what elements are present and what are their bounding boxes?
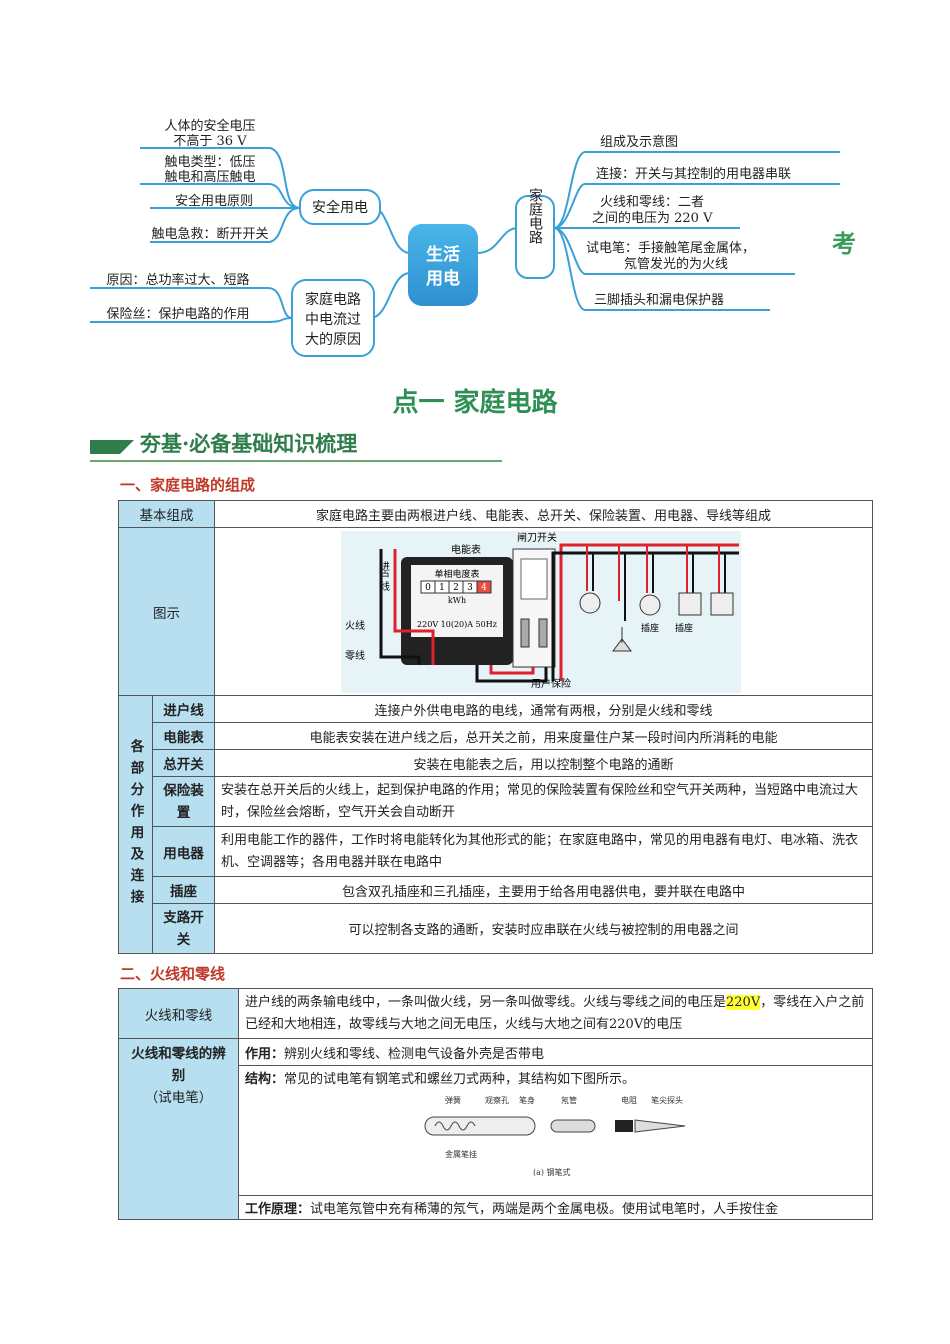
leaf-8: 保险丝：保护电路的作用 — [106, 306, 249, 322]
edge-character: 考 — [832, 230, 856, 258]
leaf-r4: 之间的电压为 220 V — [592, 210, 713, 226]
label-test-pen: 火线和零线的辨别 （试电笔） — [118, 1038, 239, 1220]
row-text-inlet: 连接户外供电电路的电线，通常有两根，分别是火线和零线 — [214, 695, 873, 723]
banner-text: 夯基·必备基础知识梳理 — [140, 431, 358, 456]
mindmap-branch-safety: 安全用电 — [312, 199, 368, 216]
mindmap-branch-overcurrent-2: 中电流过 — [305, 312, 361, 328]
pen-resistor-label: 电阻 — [621, 1095, 637, 1105]
label-live-neutral: 火线和零线 — [118, 988, 239, 1039]
row-name-main-switch: 总开关 — [152, 749, 215, 777]
digit-3: 3 — [467, 583, 473, 593]
row-text-meter: 电能表安装在进户线之后，总开关之前，用来度量住户某一段时间内所消耗的电能 — [214, 722, 873, 750]
leaf-r1: 组成及示意图 — [600, 134, 678, 150]
live-neutral-text-b: ，零线在入户之前已经和大地相连，故零线与大地之间无电压，火线与大地之间有220V… — [245, 994, 865, 1032]
label-parts-group: 各部分作用及连接 — [118, 695, 153, 954]
leaf-r2: 连接：开关与其控制的用电器串联 — [596, 166, 791, 182]
pen-tip-label: 笔尖探头 — [651, 1095, 683, 1105]
live-neutral-text-a: 进户线的两条输电线中，一条叫做火线，另一条叫做零线。火线与零线之间的电压是 — [245, 994, 727, 1010]
live-neutral-text: 进户线的两条输电线中，一条叫做火线，另一条叫做零线。火线与零线之间的电压是220… — [238, 988, 873, 1039]
diagram-live-label: 火线 — [345, 619, 365, 632]
use-text: 辨别火线和零线、检测电气设备外壳是否带电 — [284, 1046, 545, 1062]
row-text-branch-switch: 可以控制各支路的通断，安装时应串联在火线与被控制的用电器之间 — [214, 903, 873, 954]
digit-4: 4 — [481, 583, 487, 593]
meter-title: 单相电度表 — [434, 568, 479, 580]
mindmap-right-branch: 家庭电路 — [527, 187, 543, 244]
diagram-switch-label: 闸刀开关 — [517, 531, 557, 544]
household-circuit-diagram: 进户线 电能表 闸刀开关 火线 零线 单相电度表 0 1 2 3 4 kWh 2… — [341, 530, 741, 693]
leaf-5: 安全用电原则 — [175, 193, 253, 209]
diagram-fuse-label: 用户保险 — [531, 677, 571, 690]
mindmap-branch-overcurrent-3: 大的原因 — [305, 332, 361, 348]
label-diagram: 图示 — [118, 527, 215, 696]
row-name-appliance: 用电器 — [152, 826, 215, 877]
leaf-3: 触电类型：低压 — [164, 155, 255, 170]
heading-part2: 二、火线和零线 — [120, 965, 226, 983]
principle-cell: 工作原理：试电笔氖管中充有稀薄的氖气，两端是两个金属电极。使用试电笔时，人手按住… — [238, 1195, 873, 1220]
principle-text: 试电笔氖管中充有稀薄的氖气，两端是两个金属电极。使用试电笔时，人手按住金 — [310, 1202, 779, 1217]
label-test-pen-2: （试电笔） — [144, 1090, 213, 1106]
row-name-inlet: 进户线 — [152, 695, 215, 723]
diagram-neutral-label: 零线 — [345, 649, 365, 662]
leaf-7: 原因：总功率过大、短路 — [106, 272, 249, 288]
mind-map: 安全用电 家庭电路 中电流过 大的原因 生活 用电 家庭电路 人体的安全电压 不… — [90, 118, 840, 357]
row-name-meter: 电能表 — [152, 722, 215, 750]
pen-neon-label: 氖管 — [561, 1095, 577, 1105]
mindmap-branch-overcurrent-1: 家庭电路 — [305, 291, 361, 308]
row-name-socket: 插座 — [152, 876, 215, 904]
diagram-socket1-label: 插座 — [641, 622, 659, 634]
digit-0: 0 — [425, 583, 431, 593]
leaf-r7: 三脚插头和漏电保护器 — [594, 292, 724, 308]
digit-1: 1 — [439, 583, 445, 593]
live-neutral-table: 火线和零线 进户线的两条输电线中，一条叫做火线，另一条叫做零线。火线与零线之间的… — [118, 988, 873, 1220]
composition-table: 基本组成 家庭电路主要由两根进户线、电能表、总开关、保险装置、用电器、导线等组成… — [118, 500, 873, 954]
pen-spring-label: 弹簧 — [445, 1095, 461, 1105]
row-text-appliance: 利用电能工作的器件，工作时将电能转化为其他形式的能；在家庭电路中，常见的用电器有… — [214, 826, 873, 877]
section-banner: 夯基·必备基础知识梳理 — [90, 428, 502, 462]
diagram-cell: 进户线 电能表 闸刀开关 火线 零线 单相电度表 0 1 2 3 4 kWh 2… — [214, 527, 873, 696]
row-text-socket: 包含双孔插座和三孔插座，主要用于给各用电器供电，要并联在电路中 — [214, 876, 873, 904]
use-key: 作用： — [245, 1046, 285, 1062]
leaf-r3: 火线和零线：二者 — [600, 195, 704, 210]
basic-text: 家庭电路主要由两根进户线、电能表、总开关、保险装置、用电器、导线等组成 — [214, 500, 873, 528]
diagram-socket2-label: 插座 — [675, 622, 693, 634]
diagram-meter-label: 电能表 — [451, 543, 481, 556]
row-name-fuse: 保险装置 — [152, 776, 215, 827]
meter-unit: kWh — [448, 596, 466, 605]
row-text-fuse: 安装在总开关后的火线上，起到保护电路的作用；常见的保险装置有保险丝和空气开关两种… — [214, 776, 873, 827]
mindmap-center-1: 生活 — [426, 244, 460, 265]
heading-part1: 一、家庭电路的组成 — [120, 476, 256, 494]
diagram-inlet-label: 进户线 — [378, 560, 390, 590]
pen-body-label: 笔身 — [519, 1095, 535, 1105]
digit-2: 2 — [453, 583, 459, 593]
pen-caption: (a) 钢笔式 — [533, 1167, 571, 1177]
pen-window-label: 观察孔 — [485, 1095, 509, 1105]
label-test-pen-1: 火线和零线的辨别 — [131, 1046, 226, 1084]
pen-clip-label: 金属笔挂 — [445, 1149, 477, 1159]
section-title: 点一 家庭电路 — [392, 388, 558, 418]
leaf-2: 不高于 36 V — [173, 133, 247, 149]
leaf-4: 触电和高压触电 — [164, 169, 255, 185]
voltage-highlight: 220V — [726, 994, 761, 1010]
test-pen-diagram: 弹簧 观察孔 笔身 氖管 电阻 笔尖探头 金属笔挂 (a) 钢笔式 — [424, 1095, 686, 1177]
leaf-r5: 试电笔：手接触笔尾金属体， — [586, 240, 755, 256]
label-basic: 基本组成 — [118, 500, 215, 528]
leaf-r6: 氖管发光的为火线 — [624, 256, 728, 272]
structure-cell: 结构：常见的试电笔有钢笔式和螺丝刀式两种，其结构如下图所示。 弹簧 观察孔 笔身… — [238, 1065, 873, 1196]
mindmap-center-2: 用电 — [426, 268, 460, 289]
row-text-main-switch: 安装在电能表之后，用以控制整个电路的通断 — [214, 749, 873, 777]
principle-key: 工作原理： — [245, 1202, 311, 1217]
leaf-1: 人体的安全电压 — [164, 118, 255, 134]
leaf-6: 触电急救：断开开关 — [151, 226, 268, 242]
structure-text: 常见的试电笔有钢笔式和螺丝刀式两种，其结构如下图所示。 — [284, 1072, 636, 1087]
use-cell: 作用：辨别火线和零线、检测电气设备外壳是否带电 — [238, 1038, 873, 1066]
row-name-branch-switch: 支路开关 — [152, 903, 215, 954]
meter-rating: 220V 10(20)A 50Hz — [417, 620, 497, 629]
structure-key: 结构： — [245, 1072, 285, 1087]
